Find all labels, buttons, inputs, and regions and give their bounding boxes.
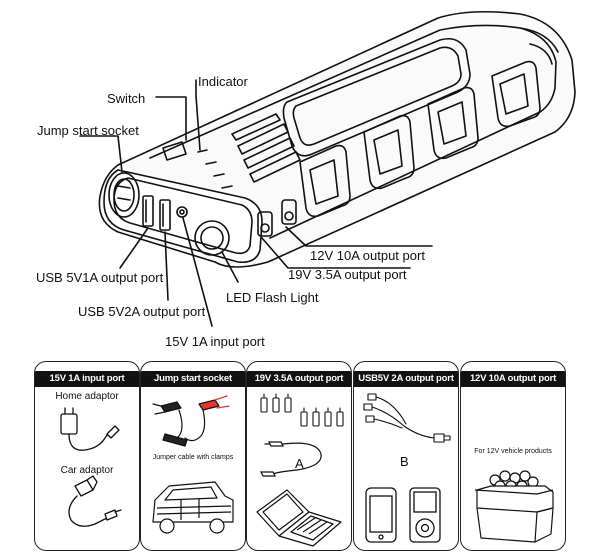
dc-cable-icon: [260, 441, 322, 477]
home-adaptor-icon: [60, 407, 120, 451]
output-12v-label: 12V 10A output port: [310, 248, 425, 263]
car-icon: [152, 481, 234, 534]
cooler-box-icon: [474, 470, 554, 543]
jump-start-socket-label: Jump start socket: [37, 123, 139, 138]
panel-header: 19V 3.5A output port: [247, 371, 351, 387]
panel-output-12v: 12V 10A output port For 12V vehicle prod…: [460, 361, 566, 551]
panel-jump-start-socket: Jump start socket Jumper cable with clam…: [140, 361, 246, 551]
output-19v-label: 19V 3.5A output port: [288, 267, 407, 282]
panel-header: 15V 1A input port: [35, 371, 139, 387]
vehicle-products-label: For 12V vehicle products: [474, 448, 552, 455]
usb-splitter-icon: [363, 393, 451, 443]
accessory-letter-b: B: [400, 454, 409, 469]
panel-header: 12V 10A output port: [461, 371, 565, 387]
usb-5v2a-label: USB 5V2A output port: [78, 304, 206, 319]
jumper-cable-label: Jumper cable with clamps: [152, 454, 234, 461]
panel-output-usb-5v2a: USB5V 2A output port B: [353, 361, 459, 551]
car-adaptor-icon: [68, 475, 122, 527]
usb-5v1a-label: USB 5V1A output port: [36, 270, 164, 285]
accessory-letter-a: A: [295, 456, 304, 471]
panel-header: USB5V 2A output port: [354, 371, 458, 387]
jumper-clamps-icon: [152, 395, 230, 447]
music-player-icon: [409, 487, 441, 543]
panel-header: Jump start socket: [141, 371, 245, 387]
home-adaptor-label: Home adaptor: [55, 391, 119, 402]
indicator-label: Indicator: [198, 74, 248, 89]
switch-label: Switch: [107, 91, 146, 106]
phone-icon: [365, 487, 397, 543]
connector-tips-icon: [260, 393, 344, 427]
led-flash-light-label: LED Flash Light: [226, 290, 319, 305]
input-15v-label: 15V 1A input port: [165, 334, 265, 349]
laptop-icon: [256, 489, 342, 547]
panel-output-19v: 19V 3.5A output port A: [246, 361, 352, 551]
panel-input-15v: 15V 1A input port Home adaptor Car adapt…: [34, 361, 140, 551]
car-adaptor-label: Car adaptor: [60, 465, 114, 476]
